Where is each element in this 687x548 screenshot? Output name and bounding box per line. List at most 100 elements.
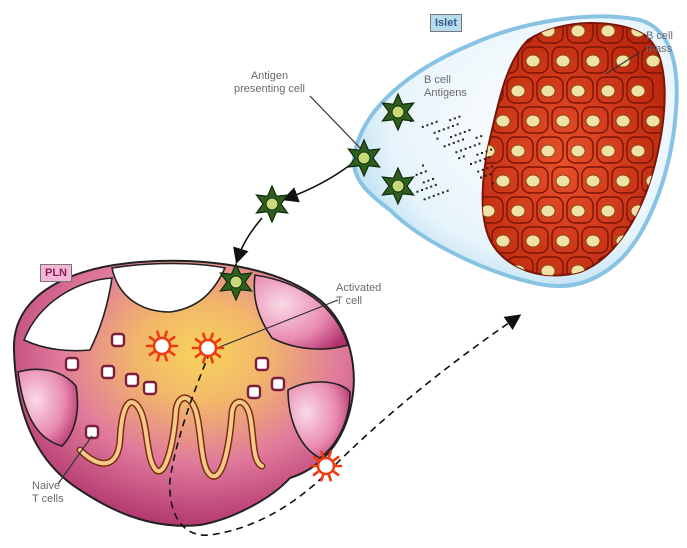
antigen-dot	[455, 151, 457, 153]
b-cell-nucleus	[586, 235, 600, 247]
b-cell-mass-label-line: B cell	[646, 30, 673, 43]
antigen-dot	[416, 174, 418, 176]
antigen-dot	[422, 165, 424, 167]
b-cell-nucleus	[541, 205, 555, 217]
b-cell	[642, 227, 668, 253]
antigen-dot	[424, 198, 426, 200]
antigen-dot	[476, 154, 478, 156]
antigen-dot	[486, 167, 488, 169]
antigen-dot	[426, 187, 428, 189]
antigen-dot	[426, 124, 428, 126]
antigen-dot	[448, 144, 450, 146]
antigen-dot	[475, 161, 477, 163]
antigen-dot	[468, 129, 470, 131]
antigen-dot	[474, 144, 476, 146]
antigen-dot	[464, 131, 466, 133]
antigen-dot	[482, 169, 484, 171]
antigen-dot	[444, 145, 446, 147]
b-cell-nucleus	[556, 175, 570, 187]
b-cell-nucleus	[526, 55, 540, 67]
antigen-dot	[476, 137, 478, 139]
antigen-dot	[458, 116, 460, 118]
antigen-dot	[462, 139, 464, 141]
b-cell-nucleus	[586, 115, 600, 127]
b-cell-nucleus	[496, 115, 510, 127]
antigen-dot	[463, 155, 465, 157]
antigen-dot	[452, 125, 454, 127]
naive-t-cell-icon	[256, 358, 268, 370]
b-cell-nucleus	[511, 145, 525, 157]
antigen-dot	[443, 128, 445, 130]
antigen-dot	[447, 190, 449, 192]
antigen-dot	[420, 172, 422, 174]
antigen-dot	[455, 134, 457, 136]
antigen-dot	[457, 123, 459, 125]
antigen-dot	[442, 192, 444, 194]
antigen-dot	[458, 157, 460, 159]
antigen-dot	[453, 142, 455, 144]
antigen-dot	[489, 173, 491, 175]
b-cell-nucleus	[646, 55, 660, 67]
arrow-icon	[288, 165, 350, 198]
pln-lobe	[18, 369, 77, 446]
antigen-dot	[477, 171, 479, 173]
b-cell	[627, 257, 653, 283]
pln	[14, 261, 354, 526]
naive-t-cell-icon	[272, 378, 284, 390]
antigen-dot	[492, 182, 494, 184]
b-cell-antigens-label-line: Antigens	[424, 87, 467, 100]
antigen-dot	[433, 195, 435, 197]
b-cell-nucleus	[616, 55, 630, 67]
antigen-presenting-cell-label-line: Antigen	[234, 70, 305, 83]
antigen-dot	[450, 136, 452, 138]
antigen-dot	[481, 152, 483, 154]
antigen-dot	[432, 178, 434, 180]
b-cell-mass-label-line: mass	[646, 43, 673, 56]
antigen-dot	[431, 123, 433, 125]
antigen-dot	[460, 150, 462, 152]
arrow-icon	[238, 218, 262, 258]
antigen-presenting-cell-label: Antigen presenting cell	[234, 70, 305, 96]
activated-t-cell-label: Activated T cell	[336, 282, 381, 308]
antigen-dot	[436, 138, 438, 140]
antigen-dot	[447, 127, 449, 129]
antigen-dot	[436, 121, 438, 123]
b-cell-nucleus	[616, 175, 630, 187]
b-cell-nucleus	[556, 115, 570, 127]
antigen-dot	[470, 163, 472, 165]
b-cell-nucleus	[571, 85, 585, 97]
b-cell-nucleus	[601, 145, 615, 157]
b-cell-nucleus	[631, 145, 645, 157]
antigen-dot	[435, 184, 437, 186]
b-cell-antigens-label: B cell Antigens	[424, 74, 467, 100]
b-cell-nucleus	[556, 235, 570, 247]
b-cell-nucleus	[586, 55, 600, 67]
antigen-dot	[479, 160, 481, 162]
naive-t-cell-icon	[126, 374, 138, 386]
antigen-dot	[425, 170, 427, 172]
antigen-dot	[488, 156, 490, 158]
antigen-dot	[428, 197, 430, 199]
antigen-dot	[434, 132, 436, 134]
b-cell-nucleus	[496, 235, 510, 247]
antigen-dot	[454, 117, 456, 119]
antigen-dot	[486, 150, 488, 152]
b-cell-nucleus	[631, 85, 645, 97]
b-cell-nucleus	[541, 145, 555, 157]
b-cell-nucleus	[571, 205, 585, 217]
naive-t-cell-icon	[248, 386, 260, 398]
antigen-dot	[485, 175, 487, 177]
antigen-dot	[427, 180, 429, 182]
antigen-dot	[422, 126, 424, 128]
naive-t-cell-icon	[144, 382, 156, 394]
b-cell-nucleus	[631, 265, 645, 277]
antigen-dot	[421, 189, 423, 191]
b-cell-nucleus	[646, 235, 660, 247]
b-cell-nucleus	[601, 205, 615, 217]
activated-t-cell-label-line: T cell	[336, 295, 381, 308]
b-cell-nucleus	[601, 25, 615, 37]
b-cell-nucleus	[571, 25, 585, 37]
antigen-dot	[469, 146, 471, 148]
b-cell-nucleus	[496, 175, 510, 187]
